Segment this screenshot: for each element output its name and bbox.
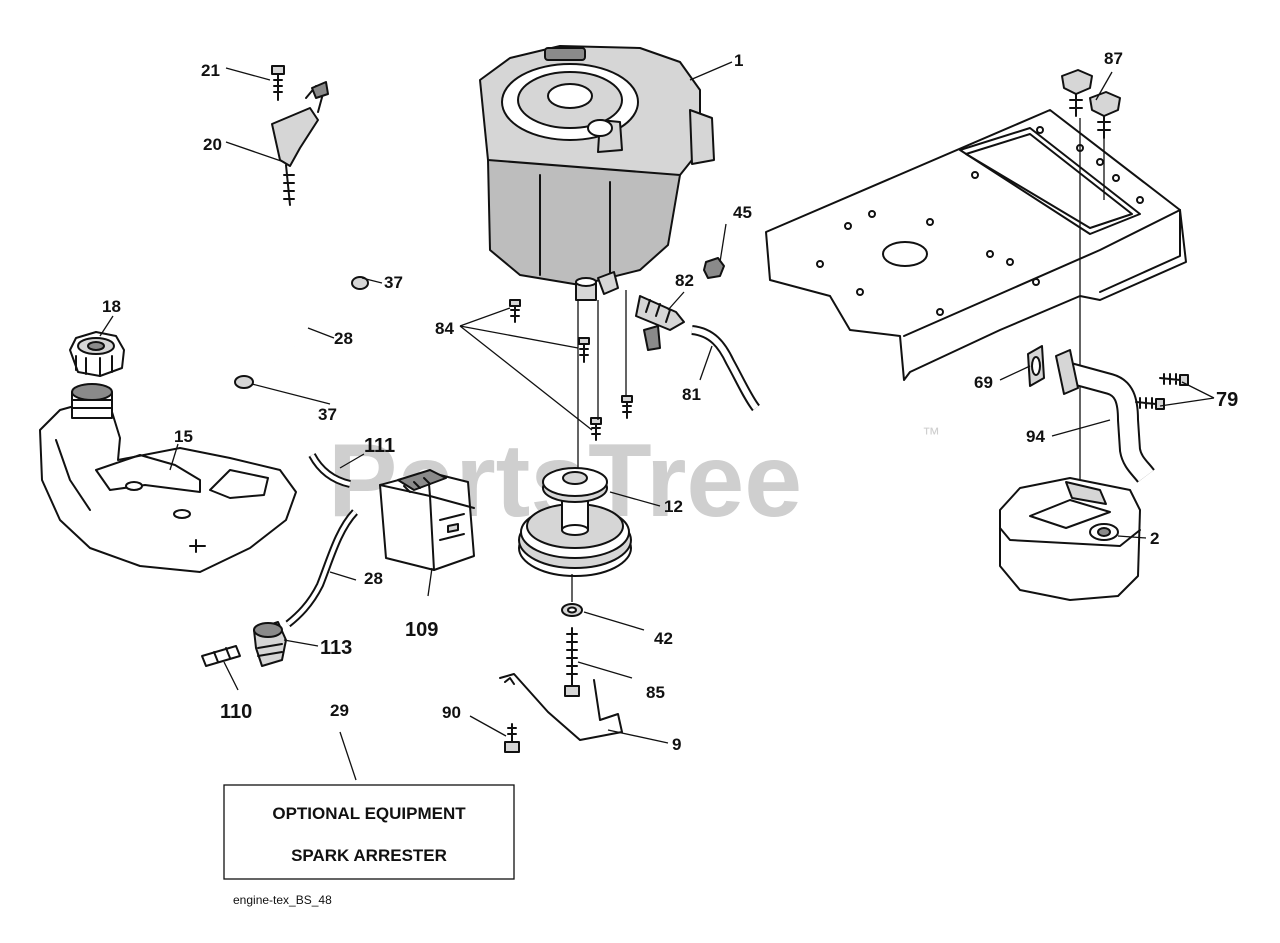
callout-15: 15 <box>174 427 193 446</box>
callout-37-lower: 37 <box>318 405 337 424</box>
part-nut-45[interactable] <box>703 257 725 279</box>
optional-equipment-item: SPARK ARRESTER <box>291 846 447 865</box>
part-hose-81[interactable] <box>691 325 761 412</box>
callout-29: 29 <box>330 701 349 720</box>
callout-79: 79 <box>1216 389 1238 411</box>
diagram-caption: engine-tex_BS_48 <box>233 893 332 907</box>
part-connector-110[interactable] <box>201 645 241 667</box>
watermark-trademark: ™ <box>922 424 940 444</box>
part-engine[interactable] <box>479 45 715 301</box>
part-pulley[interactable] <box>518 467 632 577</box>
callout-87: 87 <box>1104 49 1123 68</box>
callout-28-upper: 28 <box>334 329 353 348</box>
part-washer-42[interactable] <box>561 603 583 617</box>
callout-113: 113 <box>320 637 352 659</box>
callout-2: 2 <box>1150 529 1159 548</box>
callout-labels: 1 2 9 12 15 18 20 21 28 28 29 37 37 42 4… <box>102 49 1238 754</box>
optional-equipment-box: OPTIONAL EQUIPMENT SPARK ARRESTER <box>223 784 515 880</box>
callout-37-upper: 37 <box>384 273 403 292</box>
callout-12: 12 <box>664 497 683 516</box>
callout-82: 82 <box>675 271 694 290</box>
callout-28-lower: 28 <box>364 569 383 588</box>
callout-81: 81 <box>682 385 701 404</box>
part-chassis-plate[interactable] <box>765 109 1187 381</box>
part-fuel-tank[interactable] <box>39 383 297 573</box>
part-screw-21[interactable] <box>271 65 285 101</box>
part-bolt-79-b[interactable] <box>1135 397 1165 410</box>
callout-85: 85 <box>646 683 665 702</box>
part-clamp-37-bottom[interactable] <box>234 375 254 389</box>
callout-21: 21 <box>201 61 220 80</box>
callout-84: 84 <box>435 319 454 338</box>
callout-109: 109 <box>405 619 438 641</box>
part-bolt-79-a[interactable] <box>1159 373 1189 386</box>
part-bolt-87-a[interactable] <box>1061 69 1093 117</box>
part-bracket-9[interactable] <box>499 673 623 741</box>
optional-equipment-title: OPTIONAL EQUIPMENT <box>272 804 466 823</box>
part-hose-upper[interactable] <box>249 286 357 380</box>
part-clamp-37-top[interactable] <box>351 276 369 290</box>
leader-lines <box>99 61 1215 781</box>
callout-1: 1 <box>734 51 743 70</box>
part-muffler[interactable] <box>999 477 1141 601</box>
callout-18: 18 <box>102 297 121 316</box>
callout-94: 94 <box>1026 427 1045 446</box>
callout-45: 45 <box>733 203 752 222</box>
callout-111: 111 <box>364 435 395 457</box>
part-bolt-90[interactable] <box>504 723 520 753</box>
callout-90: 90 <box>442 703 461 722</box>
part-bolt-84-d[interactable] <box>621 395 633 419</box>
part-gasket-69[interactable] <box>1027 345 1045 387</box>
callout-9: 9 <box>672 735 681 754</box>
part-bolt-84-c[interactable] <box>590 417 602 441</box>
callout-42: 42 <box>654 629 673 648</box>
part-bolt-84-a[interactable] <box>509 299 521 323</box>
part-fuel-cap[interactable] <box>69 331 125 377</box>
part-hose-111[interactable] <box>308 453 352 488</box>
part-109[interactable] <box>379 469 475 571</box>
callout-69: 69 <box>974 373 993 392</box>
part-oil-drain-82[interactable] <box>635 295 685 351</box>
callout-110: 110 <box>220 701 252 723</box>
part-bolt-84-b[interactable] <box>578 337 590 363</box>
part-fuel-filter[interactable] <box>253 621 287 667</box>
part-hose-lower[interactable] <box>285 509 359 628</box>
part-exhaust-pipe[interactable] <box>1055 349 1155 483</box>
part-bolt-87-b[interactable] <box>1089 91 1121 139</box>
part-throttle-control[interactable] <box>271 81 329 206</box>
part-bolt-85[interactable] <box>564 627 580 697</box>
callout-20: 20 <box>203 135 222 154</box>
